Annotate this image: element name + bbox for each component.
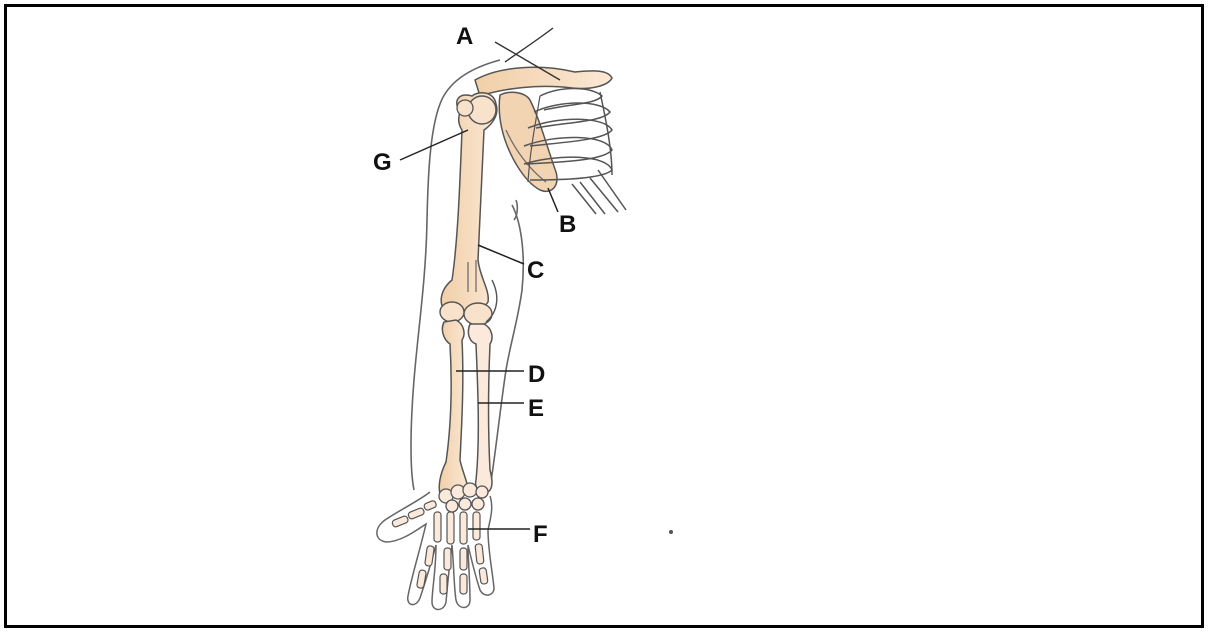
- label-b: B: [559, 211, 576, 238]
- leader-line-c: [478, 245, 524, 264]
- leader-line-g: [400, 130, 468, 160]
- label-g: G: [373, 149, 392, 176]
- leader-line-b: [548, 188, 558, 212]
- ulna: [468, 324, 492, 492]
- radius: [439, 320, 468, 495]
- finger-bones: [391, 500, 488, 594]
- label-c: C: [527, 257, 544, 284]
- humerus: [441, 93, 497, 314]
- label-e: E: [528, 395, 544, 422]
- label-a: A: [456, 23, 473, 50]
- stray-mark: [669, 530, 673, 534]
- label-d: D: [528, 361, 545, 388]
- label-f: F: [533, 521, 548, 548]
